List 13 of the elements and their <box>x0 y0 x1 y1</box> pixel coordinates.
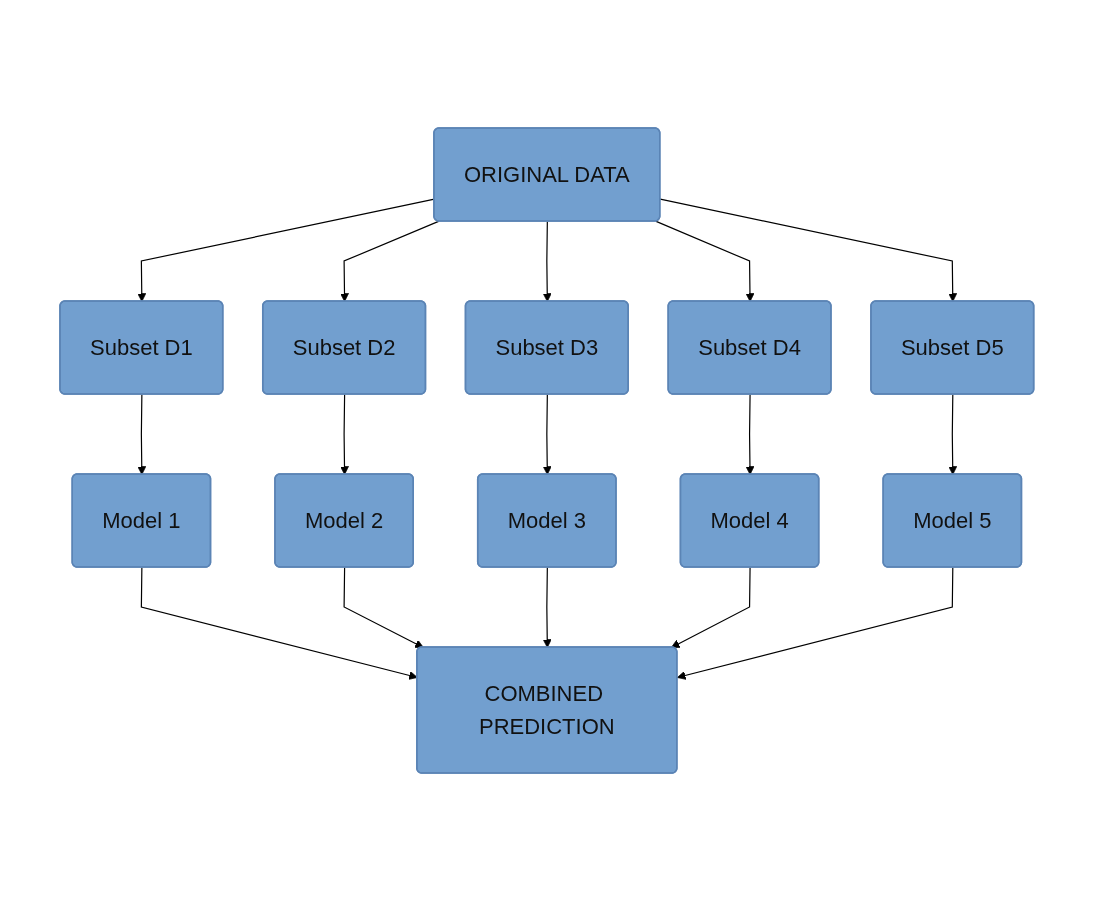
arrow <box>543 220 552 302</box>
arrow <box>677 566 954 680</box>
arrow <box>543 566 552 648</box>
arrow <box>948 393 958 475</box>
arrow <box>745 393 755 475</box>
arrow <box>671 566 751 648</box>
arrow <box>340 220 440 302</box>
arrow <box>655 220 755 302</box>
arrow <box>659 198 958 302</box>
arrow <box>137 393 147 475</box>
arrow <box>343 566 424 648</box>
arrow <box>340 393 350 475</box>
arrow <box>543 393 552 475</box>
